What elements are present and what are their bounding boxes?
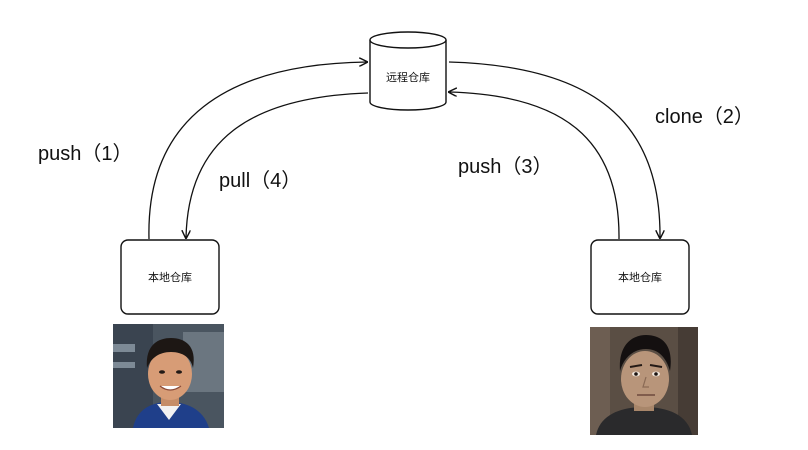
person-photo-left-image	[113, 324, 224, 428]
person-photo-right	[590, 327, 698, 435]
remote-repo-cylinder: 远程仓库	[369, 31, 447, 111]
edge-label-push-3: push（3）	[458, 155, 553, 178]
person-photo-right-image	[590, 327, 698, 435]
local-repo-right-box: 本地仓库	[590, 239, 690, 315]
person-photo-left	[113, 324, 224, 428]
remote-repo-label: 远程仓库	[386, 70, 430, 84]
local-repo-right-label: 本地仓库	[618, 270, 662, 284]
local-repo-left-box: 本地仓库	[120, 239, 220, 315]
edge-label-pull-4: pull（4）	[219, 169, 301, 192]
local-repo-left-label: 本地仓库	[148, 270, 192, 284]
edge-label-push-1: push（1）	[38, 142, 133, 165]
edge-push-3-arrow	[449, 92, 620, 240]
edge-label-clone-2: clone（2）	[655, 105, 754, 128]
edge-clone-2-arrow	[448, 61, 660, 238]
edge-pull-4-arrow	[186, 92, 369, 238]
edge-push-1-arrow	[148, 62, 367, 240]
